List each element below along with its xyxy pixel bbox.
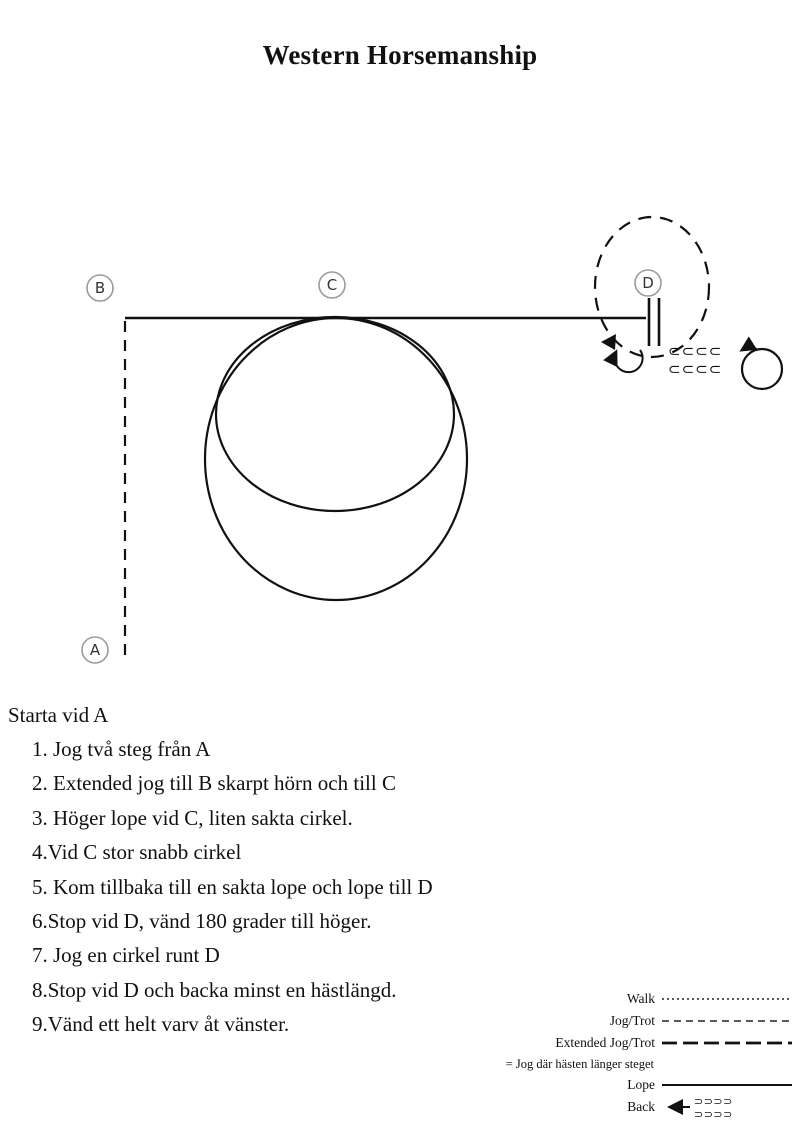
- marker-b-label: B: [95, 279, 105, 297]
- instruction-step: 3. Höger lope vid C, liten sakta cirkel.: [32, 805, 353, 830]
- marker-a: A: [81, 636, 109, 664]
- legend-row-walk: Walk: [452, 988, 792, 1010]
- instruction-step: 7. Jog en cirkel runt D: [32, 943, 220, 968]
- legend-note: = Jog där hästen länger steget: [505, 1057, 654, 1071]
- legend-row-lope: Lope: [452, 1074, 792, 1096]
- legend-label-jog: Jog/Trot: [609, 1013, 655, 1028]
- legend-row-jog: Jog/Trot: [452, 1010, 792, 1032]
- instruction-step: 8.Stop vid D och backa minst en hästläng…: [32, 977, 397, 1002]
- legend-label-back: Back: [627, 1099, 655, 1114]
- back-steps-row2: ⊂⊂⊂⊂: [668, 360, 722, 378]
- page-title: Western Horsemanship: [262, 40, 538, 70]
- legend-label-extended-jog: Extended Jog/Trot: [555, 1035, 655, 1050]
- large-circle: [203, 316, 469, 602]
- marker-d-label: D: [642, 274, 654, 292]
- marker-c-label: C: [327, 276, 337, 294]
- legend-row-extended-jog: Extended Jog/Trot: [452, 1032, 792, 1054]
- instruction-step: 2. Extended jog till B skarpt hörn och t…: [32, 771, 396, 796]
- instruction-step: 5. Kom tillbaka till en sakta lope och l…: [32, 874, 433, 899]
- legend: Walk Jog/Trot Extended Jog/Trot = Jog dä…: [452, 988, 792, 1120]
- stop-bars: [647, 298, 661, 346]
- marker-c: C: [318, 271, 346, 299]
- jog-line-sample: [662, 1020, 792, 1022]
- legend-row-back: Back ⊃⊃⊃⊃ ⊃⊃⊃⊃: [452, 1095, 792, 1120]
- back-steps-row1: ⊂⊂⊂⊂: [668, 342, 722, 360]
- pattern-diagram: ⊂⊂⊂⊂ ⊂⊂⊂⊂ B C D A: [81, 215, 784, 664]
- instructions-block: Starta vid A 1. Jog två steg från A 2. E…: [8, 698, 668, 1042]
- turn-180-symbol: [603, 349, 644, 374]
- instructions-list: 1. Jog två steg från A 2. Extended jog t…: [8, 732, 668, 1042]
- marker-d: D: [634, 269, 662, 297]
- instructions-intro: Starta vid A: [8, 703, 109, 727]
- instruction-step: 1. Jog två steg från A: [32, 737, 211, 761]
- walk-line-sample: [662, 998, 792, 1000]
- legend-label-walk: Walk: [626, 991, 655, 1006]
- d-jog-circle-arrowhead: [601, 334, 616, 350]
- d-jog-circle: [593, 215, 711, 359]
- svg-text:⊃⊃⊃⊃: ⊃⊃⊃⊃: [694, 1108, 733, 1120]
- svg-text:⊃⊃⊃⊃: ⊃⊃⊃⊃: [694, 1095, 733, 1108]
- instruction-step: 9.Vänd ett helt varv åt vänster.: [32, 1012, 290, 1037]
- legend-label-lope: Lope: [627, 1077, 655, 1092]
- lope-line-sample: [662, 1084, 792, 1086]
- instruction-step: 6.Stop vid D, vänd 180 grader till höger…: [32, 909, 372, 934]
- turn-360-arrow: [739, 336, 759, 352]
- marker-a-label: A: [90, 641, 101, 659]
- back-symbol-sample: ⊃⊃⊃⊃ ⊃⊃⊃⊃: [667, 1095, 733, 1120]
- extended-jog-line-sample: [662, 1041, 792, 1045]
- small-circle: [214, 315, 456, 513]
- instruction-step: 4.Vid C stor snabb cirkel: [32, 840, 242, 865]
- turn-360-symbol: [740, 347, 784, 391]
- marker-b: B: [86, 274, 114, 302]
